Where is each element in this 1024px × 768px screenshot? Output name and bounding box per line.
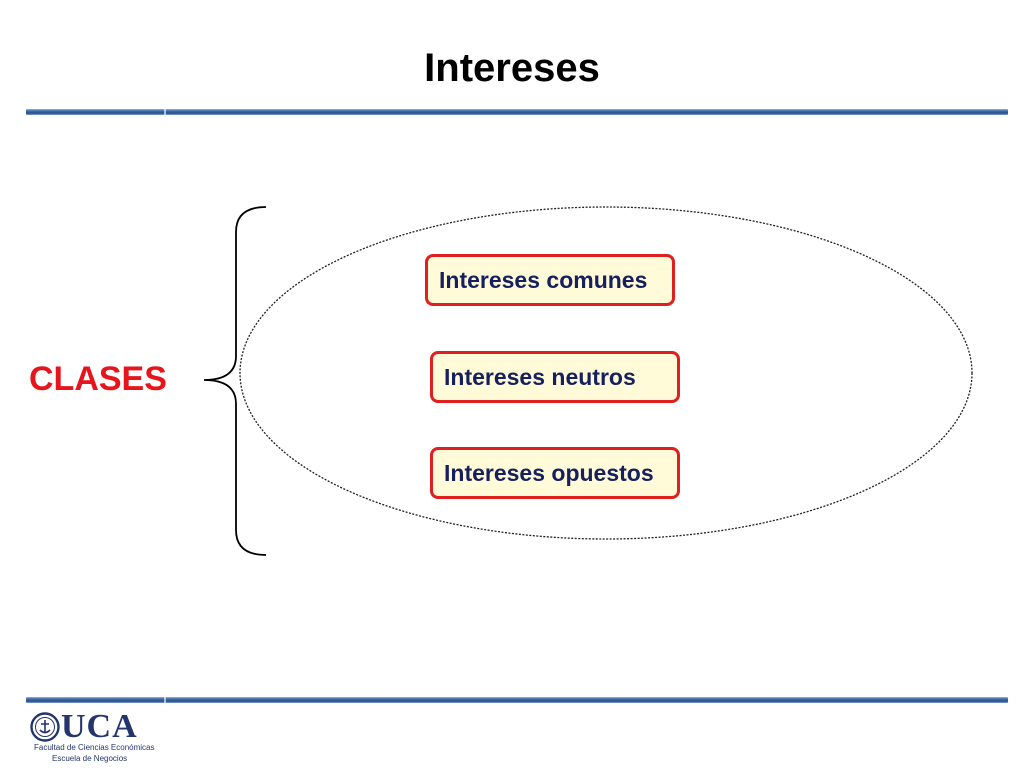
class-label: Intereses comunes bbox=[439, 267, 648, 293]
logo-school: Escuela de Negocios bbox=[52, 754, 128, 763]
class-box-opposed: Intereses opuestos bbox=[430, 447, 680, 499]
slide-title: Intereses bbox=[424, 46, 600, 90]
bottom-divider bbox=[26, 697, 1008, 703]
uca-logo: UCA Facultad de Ciencias Económicas Escu… bbox=[30, 708, 170, 766]
class-box-common: Intereses comunes bbox=[425, 254, 675, 306]
curly-brace bbox=[203, 206, 267, 556]
top-divider bbox=[26, 109, 1008, 115]
class-box-neutral: Intereses neutros bbox=[430, 351, 680, 403]
class-label: Intereses neutros bbox=[444, 364, 636, 390]
seal-icon bbox=[30, 712, 60, 742]
grouping-ellipse bbox=[239, 206, 973, 540]
logo-faculty: Facultad de Ciencias Económicas bbox=[34, 743, 155, 752]
category-label: CLASES bbox=[29, 360, 167, 398]
class-label: Intereses opuestos bbox=[444, 460, 654, 486]
logo-wordmark: UCA bbox=[61, 708, 138, 745]
